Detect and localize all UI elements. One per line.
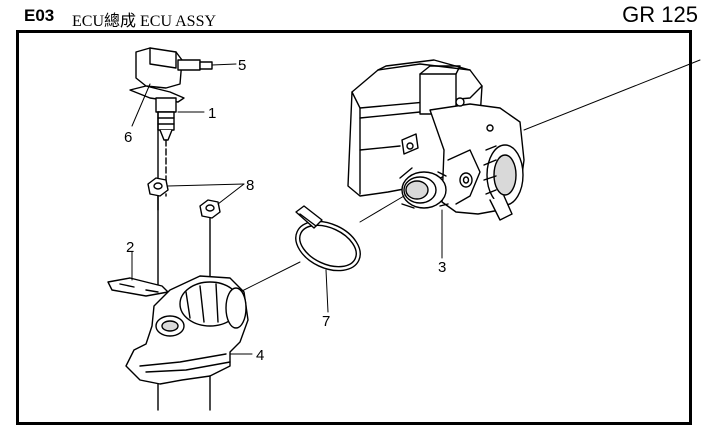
callout-6: 6 [124,129,132,146]
callout-3: 3 [438,259,446,276]
exploded-parts-diagram: 1 2 3 4 5 6 7 8 [107,47,701,411]
nut-a [147,177,169,211]
callout-8: 8 [246,177,254,194]
section-code: E03 [24,6,55,25]
intake-manifold [125,275,249,411]
fuel-injector [129,47,213,291]
nut-b [199,199,221,291]
bracket [107,277,169,297]
callout-7: 7 [322,313,330,330]
throttle-body [347,59,525,221]
callout-5: 5 [238,57,246,74]
model-name: GR 125 [622,2,698,27]
hose-clamp [295,205,361,272]
callout-1: 1 [208,105,216,122]
callout-4: 4 [256,347,264,364]
callout-2: 2 [126,239,134,256]
section-title: ECU總成 ECU ASSY [72,13,217,30]
leader-lines [131,63,443,355]
